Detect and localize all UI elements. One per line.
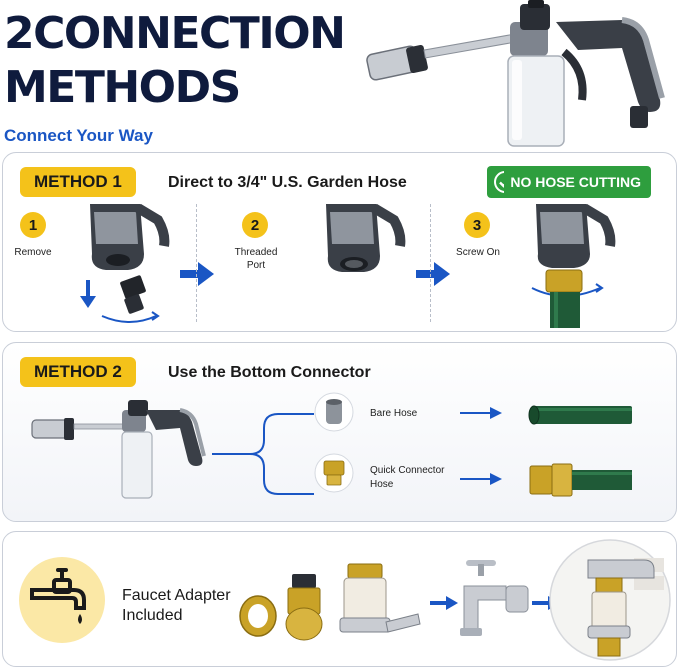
bare-hose-arrow-icon <box>460 407 502 419</box>
no-hose-cutting-badge: NO HOSE CUTTING <box>487 166 651 198</box>
step-arrow-2-icon <box>416 262 450 286</box>
method-2-spray-gun-image <box>31 400 206 499</box>
bare-hose-end-icon <box>314 392 354 432</box>
quick-connector-icon <box>314 453 354 493</box>
method-2-description: Use the Bottom Connector <box>168 364 371 381</box>
step-2-handle-image <box>326 204 406 272</box>
method-1-badge: METHOD 1 <box>20 167 136 197</box>
quick-connector-arrow-icon <box>460 473 502 485</box>
no-hose-cutting-label: NO HOSE CUTTING <box>510 174 641 190</box>
step-2-number: 2 <box>242 212 268 238</box>
step-3-number: 3 <box>464 212 490 238</box>
step-3-label: Screw On <box>456 247 500 258</box>
check-circle-icon <box>494 171 505 193</box>
step-divider-1 <box>196 204 197 322</box>
step-1-label: Remove <box>14 247 52 258</box>
step-arrow-1-icon <box>180 262 214 286</box>
faucet-adapter-label-line-1: Faucet Adapter <box>122 587 231 604</box>
step-divider-2 <box>430 204 431 322</box>
method-2-badge: METHOD 2 <box>20 357 136 387</box>
branch-lines <box>212 413 314 495</box>
step-1-number: 1 <box>20 212 46 238</box>
installed-adapter-image <box>549 539 671 661</box>
title-line-1: 2CONNECTION <box>4 8 346 59</box>
quick-connector-hose-image <box>529 463 632 497</box>
chrome-faucet-image <box>460 560 529 636</box>
quick-connector-label-line-1: Quick Connector <box>370 465 445 476</box>
step-2-label-line-2: Port <box>246 260 266 271</box>
adapter-arrow-1-icon <box>430 596 458 610</box>
nozzle-icon <box>366 44 428 81</box>
method-1-description: Direct to 3/4" U.S. Garden Hose <box>168 174 407 191</box>
faucet-adapter-label-line-2: Included <box>122 607 183 624</box>
step-2-label-line-1: Threaded <box>234 247 278 258</box>
step-3-handle-with-hose-image <box>531 204 616 328</box>
title-line-2: METHODS <box>4 62 241 113</box>
quick-connector-label-line-2: Hose <box>370 479 394 490</box>
down-arrow-icon <box>80 280 96 308</box>
bare-hose-image <box>528 405 632 425</box>
adapter-parts-image <box>239 563 421 641</box>
hero-spray-gun-image <box>366 0 665 147</box>
step-1-handle-image <box>90 204 170 323</box>
bare-hose-label: Bare Hose <box>370 408 418 419</box>
faucet-icon <box>19 557 105 643</box>
subtitle: Connect Your Way <box>4 126 153 145</box>
